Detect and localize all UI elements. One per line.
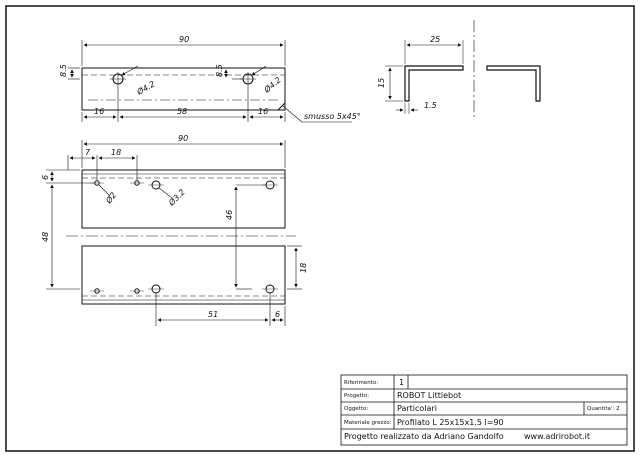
label-progetto: Progetto: [344, 393, 369, 399]
sheet-border [5, 5, 635, 452]
dim-bottom-46: 46 [225, 210, 234, 220]
value-riferimento: 1 [399, 378, 404, 387]
value-oggetto: Particolari [397, 404, 437, 413]
value-quantita: Quantita': 2 [587, 406, 620, 412]
top-part-view [81, 67, 286, 111]
dim-top-right-offset: 16 [258, 107, 268, 116]
top-dimensions [68, 40, 352, 123]
profile-section [385, 20, 541, 120]
dim-top-height: 8.5 [59, 64, 68, 77]
label-materiale: Materiale grezzo: [344, 420, 392, 426]
label-riferimento: Riferimento: [344, 380, 378, 386]
label-oggetto: Oggetto: [344, 406, 368, 412]
footer-author: Progetto realizzato da Adriano Gandolfo [344, 432, 504, 441]
title-block [340, 374, 628, 446]
dim-top-height-2: 8.5 [215, 64, 224, 77]
dim-top-length: 90 [179, 35, 189, 44]
dim-bottom-hole-small: Ø2 [103, 190, 118, 206]
bottom-dimensions [46, 140, 302, 326]
dim-bottom-6-right: 6 [275, 310, 280, 319]
dim-profile-width: 25 [430, 35, 440, 44]
dim-bottom-7: 7 [85, 148, 91, 157]
dim-top-hole-2: Ø4.2 [261, 75, 283, 96]
chamfer-note: smusso 5x45° [304, 112, 361, 121]
dim-bottom-6: 6 [41, 175, 50, 180]
footer-website: www.adrirobot.it [524, 432, 590, 441]
dim-bottom-hole-large: Ø3.2 [166, 187, 187, 208]
dim-bottom-51: 51 [208, 310, 218, 319]
dim-top-hole-1: Ø4.2 [134, 79, 156, 98]
dim-top-middle: 58 [177, 107, 187, 116]
dim-profile-thickness: 1.5 [424, 101, 437, 110]
value-materiale: Profilato L 25x15x1.5 l=90 [397, 418, 504, 427]
dim-bottom-18-right: 18 [299, 263, 308, 273]
dim-top-left-offset: 16 [94, 107, 104, 116]
dim-profile-height: 15 [377, 78, 386, 88]
dim-bottom-length: 90 [178, 134, 188, 143]
bottom-part-view [66, 169, 296, 305]
dim-bottom-48: 48 [41, 232, 50, 242]
value-progetto: ROBOT Littlebot [397, 391, 461, 400]
dim-bottom-18: 18 [111, 148, 121, 157]
